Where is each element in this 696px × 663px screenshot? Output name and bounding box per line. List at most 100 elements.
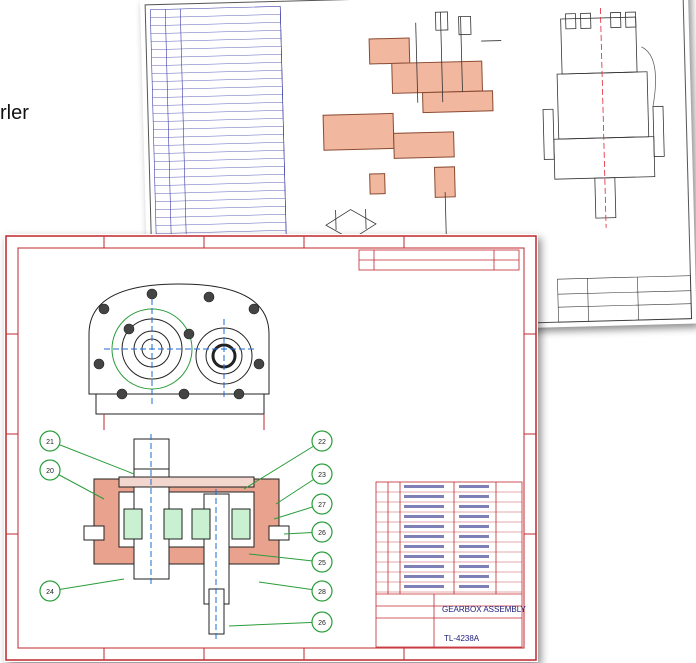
front-elevation-drawing <box>542 7 665 228</box>
list-row-line <box>155 198 286 202</box>
balloon-number: 26 <box>318 530 326 537</box>
list-row-line <box>150 14 281 18</box>
leader-line <box>248 553 323 563</box>
list-row-line <box>154 158 285 162</box>
balloon-number: 21 <box>46 439 54 446</box>
list-row-line <box>154 182 285 186</box>
parts-row-text <box>404 525 444 528</box>
list-row-line <box>155 190 286 194</box>
parts-row-text <box>459 515 489 518</box>
list-row-line <box>151 70 282 74</box>
list-row-line <box>155 214 286 218</box>
item-balloon <box>39 459 61 481</box>
bolt-head <box>93 358 105 370</box>
list-row-line <box>152 78 283 82</box>
balloon-number: 22 <box>318 439 326 446</box>
balloon-number: 20 <box>46 468 54 475</box>
parts-row-text <box>459 565 489 568</box>
parts-row-text <box>459 585 489 588</box>
item-balloon <box>311 493 333 515</box>
bolt-head <box>203 291 215 303</box>
bolt-head <box>116 388 128 400</box>
bolt-head <box>178 388 190 400</box>
parts-list-title-block <box>375 481 523 648</box>
list-row-line <box>151 46 282 50</box>
item-balloon <box>311 521 333 543</box>
outer-border <box>5 235 537 661</box>
bolt-head <box>146 288 158 300</box>
bolt-head <box>98 303 110 315</box>
parts-row-text <box>404 565 444 568</box>
parts-row-text <box>404 515 444 518</box>
parts-row-text <box>459 535 489 538</box>
list-row-line <box>152 86 283 90</box>
parts-row-text <box>459 495 489 498</box>
leader-line <box>258 581 323 592</box>
item-balloon <box>311 463 333 485</box>
list-row-line <box>152 102 283 106</box>
drawing-title: GEARBOX ASSEMBLY <box>442 605 527 614</box>
list-row-line <box>153 134 284 138</box>
list-row-line <box>151 62 282 66</box>
balloon-number: 23 <box>318 472 326 479</box>
bolt-head <box>183 328 195 340</box>
gearbox-drawing-canvas: 21 20 22 23 27 26 25 24 28 26 GEARBOX ASSEMBLY TL… <box>5 235 537 661</box>
bolt-head <box>248 303 260 315</box>
balloon-number: 25 <box>318 560 326 567</box>
parts-row-text <box>459 545 489 548</box>
revision-block <box>358 249 520 271</box>
list-row-line <box>152 110 283 114</box>
bolt-head <box>123 323 135 335</box>
balloon-number: 26 <box>318 620 326 627</box>
balloon-number: 28 <box>318 589 326 596</box>
parts-row-text <box>459 505 489 508</box>
side-elevation-drawing <box>322 37 494 198</box>
list-row-line <box>151 54 282 58</box>
cropped-side-text: rler <box>0 102 29 124</box>
gearbox-top-view <box>88 283 270 430</box>
list-row-line <box>150 30 281 34</box>
list-row-line <box>156 230 287 234</box>
leader-line <box>49 578 125 592</box>
parts-row-text <box>404 505 444 508</box>
parts-row-text <box>404 545 444 548</box>
parts-row-text <box>459 555 489 558</box>
parts-row-text <box>459 485 489 488</box>
parts-row-text <box>404 535 444 538</box>
parts-row-text <box>404 585 444 588</box>
back-title-block <box>557 275 692 323</box>
parts-row-text <box>404 575 444 578</box>
parts-row-text <box>404 555 444 558</box>
item-balloon <box>39 580 61 602</box>
balloon-number: 27 <box>318 502 326 509</box>
list-row-line <box>154 166 285 170</box>
item-balloon <box>39 430 61 452</box>
item-balloon <box>311 551 333 573</box>
back-drawing-canvas <box>144 0 693 334</box>
parts-row-text <box>404 495 444 498</box>
back-drawing-sheet <box>140 0 696 338</box>
list-row-line <box>153 126 284 130</box>
leader-line <box>228 621 323 627</box>
parts-row-text <box>459 525 489 528</box>
item-balloon <box>311 580 333 602</box>
inner-border <box>17 247 525 649</box>
list-row-line <box>155 222 286 226</box>
list-row-line <box>151 38 282 42</box>
list-row-line <box>155 206 286 210</box>
balloon-number: 24 <box>46 589 54 596</box>
drawing-number: TL-4238A <box>444 634 480 643</box>
list-row-line <box>150 22 281 26</box>
gearbox-section-view <box>83 434 290 639</box>
bolt-head <box>253 358 265 370</box>
bolt-head <box>233 388 245 400</box>
list-row-line <box>152 94 283 98</box>
item-balloon <box>311 430 333 452</box>
list-row-line <box>153 118 284 122</box>
parts-row-text <box>459 575 489 578</box>
parts-row-text <box>404 485 444 488</box>
list-row-line <box>153 142 284 146</box>
gearbox-drawing-sheet: 21 20 22 23 27 26 25 24 28 26 GEARBOX ASSEMBLY TL… <box>4 234 538 662</box>
leader-line <box>243 440 323 490</box>
leader-line <box>49 440 135 475</box>
